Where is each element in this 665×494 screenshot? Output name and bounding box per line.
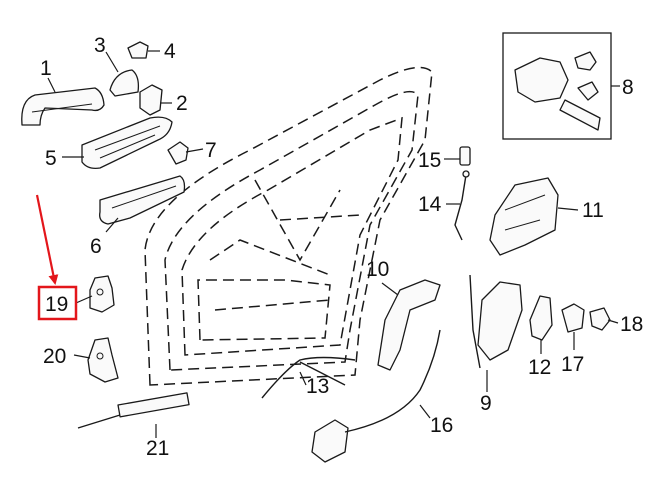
part-seal-plug	[167, 141, 189, 165]
part-lock-rod	[454, 170, 470, 241]
part-handle-carrier	[81, 116, 173, 170]
callout-7: 7	[205, 139, 217, 162]
callout-16: 16	[430, 414, 453, 437]
part-handle-cap	[109, 69, 140, 97]
callout-19-highlight	[35, 194, 78, 321]
highlight-arrow	[35, 194, 59, 285]
callout-4: 4	[164, 40, 176, 63]
callout-19: 19	[45, 293, 68, 316]
callout-11: 11	[582, 199, 604, 222]
callout-6: 6	[90, 235, 102, 258]
leader-lines	[47, 50, 620, 438]
part-handle-bracket	[139, 84, 163, 116]
part-release-cable	[261, 356, 356, 399]
part-12-bracket	[529, 295, 553, 341]
callout-labels: 1 2 3 4 5 6 7 8 9 10 11 12 13 14 15 16 1…	[40, 34, 643, 460]
callout-13: 13	[306, 375, 329, 398]
callout-1: 1	[40, 57, 52, 80]
door-frame-outline	[144, 66, 433, 386]
callout-14: 14	[418, 193, 442, 216]
callout-8: 8	[622, 76, 634, 99]
part-reinforcement-bracket	[99, 175, 186, 225]
part-clip	[127, 41, 149, 59]
part-lower-hinge	[87, 337, 119, 383]
callout-10: 10	[366, 258, 389, 281]
part-lock-cover	[489, 177, 559, 256]
part-15-cap	[459, 146, 471, 166]
callout-18: 18	[620, 313, 643, 336]
part-door-latch	[469, 274, 523, 369]
callout-12: 12	[528, 356, 551, 379]
part-inside-handle	[377, 279, 441, 371]
callout-21: 21	[146, 437, 169, 460]
part-outside-door-handle	[21, 87, 105, 126]
callout-5: 5	[45, 147, 57, 170]
part-lock-cylinder-kit	[502, 32, 612, 140]
part-18-plate	[589, 307, 611, 331]
callout-17: 17	[561, 353, 584, 376]
highlight-box	[37, 285, 78, 321]
callout-15: 15	[418, 149, 441, 172]
callout-9: 9	[480, 392, 492, 415]
part-door-check-strap	[77, 392, 190, 429]
callout-20: 20	[43, 345, 66, 368]
callout-2: 2	[176, 92, 188, 115]
part-striker	[561, 303, 585, 333]
part-upper-hinge	[89, 275, 115, 313]
callout-3: 3	[94, 34, 106, 57]
part-lock-actuator	[311, 329, 441, 463]
